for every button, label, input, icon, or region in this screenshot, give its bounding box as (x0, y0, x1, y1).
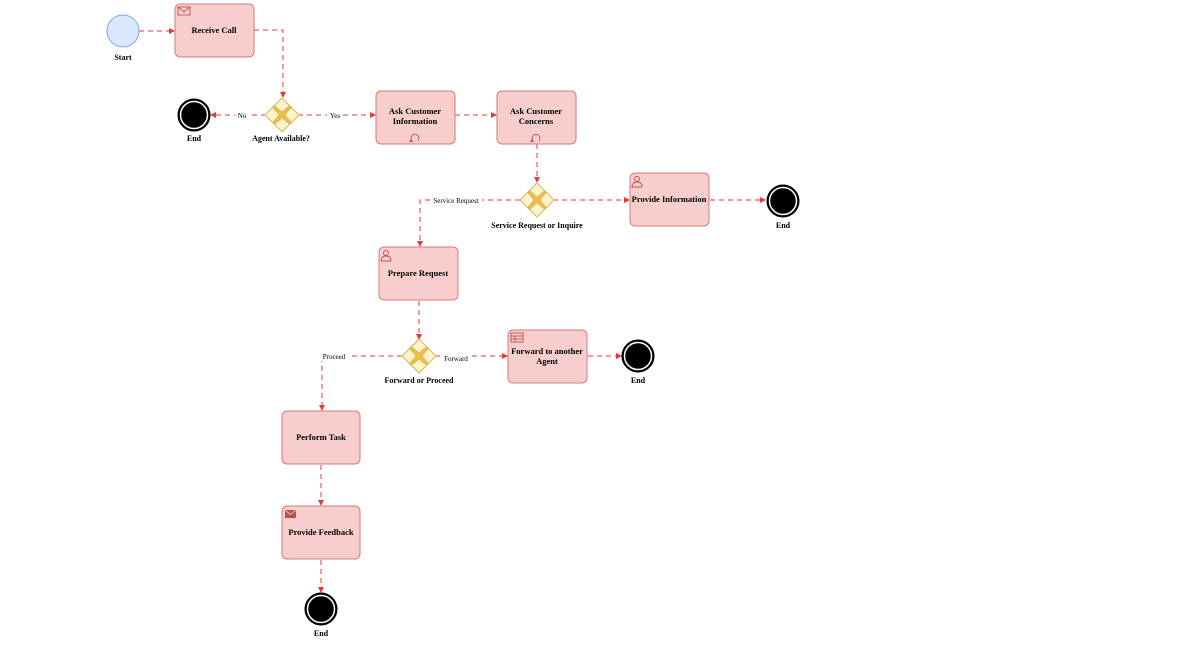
task-prepare-request-label: Prepare Request (388, 268, 449, 278)
task-ask-customer-information-line2: Information (393, 116, 438, 126)
start-event[interactable]: Start (106, 14, 140, 62)
edge-label-proceed: Proceed (323, 353, 346, 361)
task-receive-call[interactable]: Receive Call (174, 3, 255, 58)
start-event-label: Start (114, 53, 132, 62)
end-event-4[interactable]: End (304, 592, 338, 638)
loop-marker-icon (530, 133, 541, 142)
gateway-service-or-inquire-label: Service Request or Inquire (491, 221, 583, 230)
task-ask-customer-concerns[interactable]: Ask Customer Concerns (496, 90, 577, 145)
end-event-1-label: End (187, 134, 202, 143)
task-forward-to-another-agent-line1: Forward to another (511, 346, 583, 356)
task-perform-task[interactable]: Perform Task (281, 410, 361, 465)
task-forward-to-another-agent[interactable]: Forward to another Agent (507, 329, 588, 384)
end-event-3[interactable]: End (621, 339, 655, 385)
task-provide-information[interactable]: Provide Information (629, 172, 710, 227)
task-forward-to-another-agent-line2: Agent (536, 356, 558, 366)
task-ask-customer-information[interactable]: Ask Customer Information (375, 90, 456, 145)
exclusive-x-icon (527, 190, 547, 210)
gateway-forward-or-proceed-label: Forward or Proceed (384, 376, 454, 385)
task-ask-customer-concerns-line2: Concerns (519, 116, 554, 126)
edge-label-yes: Yes (330, 112, 340, 120)
exclusive-x-icon (409, 346, 429, 366)
end-event-4-label: End (314, 629, 329, 638)
task-ask-customer-concerns-line1: Ask Customer (510, 106, 562, 116)
end-event-3-label: End (631, 376, 646, 385)
task-ask-customer-information-line1: Ask Customer (389, 106, 441, 116)
task-perform-task-label: Perform Task (296, 432, 346, 442)
gateway-service-or-inquire[interactable]: Service Request or Inquire (491, 182, 583, 230)
gateway-agent-available[interactable]: Agent Available? (252, 97, 310, 143)
end-event-2-label: End (776, 221, 791, 230)
flow-receive-call-to-agent-gateway[interactable] (254, 29, 286, 98)
task-prepare-request[interactable]: Prepare Request (378, 246, 459, 301)
task-provide-feedback[interactable]: Provide Feedback (281, 505, 361, 560)
edge-label-forward: Forward (444, 355, 468, 363)
loop-marker-icon (409, 133, 420, 142)
task-provide-feedback-label: Provide Feedback (288, 527, 354, 537)
gateway-forward-or-proceed[interactable]: Forward or Proceed (384, 338, 454, 385)
exclusive-x-icon (272, 105, 292, 125)
user-task-icon (631, 176, 643, 188)
task-receive-call-label: Receive Call (191, 25, 237, 35)
flow-service-request-to-prepare[interactable] (417, 199, 520, 247)
edge-labels: No Yes Service Request Proceed Forward (235, 110, 482, 363)
end-event-1[interactable]: End (177, 98, 211, 143)
message-envelope-icon (177, 6, 191, 16)
gateway-agent-available-label: Agent Available? (252, 134, 310, 143)
task-provide-information-label: Provide Information (632, 194, 707, 204)
user-task-icon (380, 250, 392, 262)
edge-label-service-request: Service Request (433, 197, 478, 205)
send-message-envelope-icon (284, 509, 297, 518)
business-rule-table-icon (510, 332, 524, 343)
edge-label-no: No (238, 112, 247, 120)
end-event-2[interactable]: End (766, 184, 800, 230)
